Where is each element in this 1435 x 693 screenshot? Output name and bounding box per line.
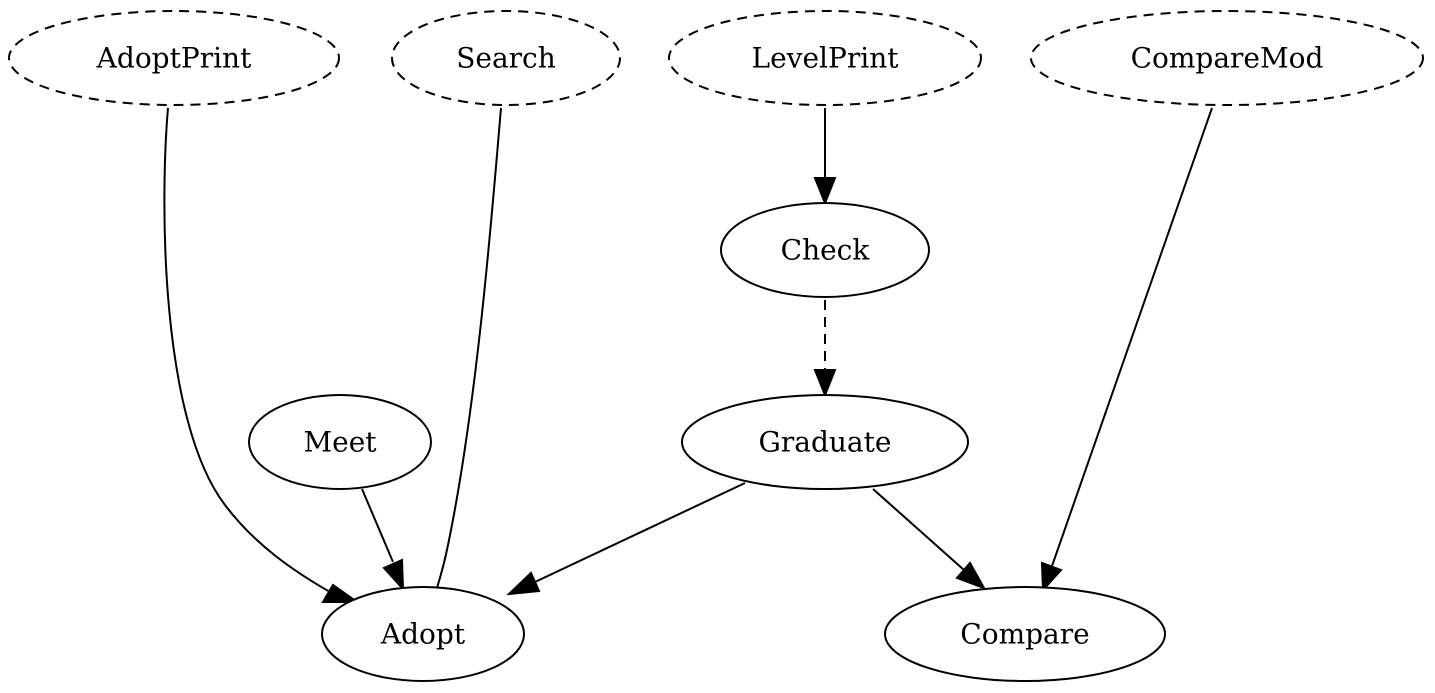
edge-adoptprint-to-adopt — [163, 107, 361, 603]
edge-levelprint-to-check — [813, 108, 837, 206]
edge-meet-to-adopt — [361, 488, 405, 592]
node-meet[interactable]: Meet — [248, 394, 432, 490]
edge-check-to-graduate — [813, 300, 837, 398]
edges — [163, 107, 1213, 615]
node-compare[interactable]: Compare — [884, 586, 1166, 682]
node-label-comparemod: CompareMod — [1131, 42, 1324, 75]
node-check[interactable]: Check — [720, 202, 930, 298]
node-label-search: Search — [456, 42, 556, 75]
node-label-compare: Compare — [960, 618, 1089, 651]
edge-graduate-to-adopt — [506, 482, 746, 596]
node-label-check: Check — [781, 234, 871, 267]
edge-search-to-adopt — [424, 107, 502, 615]
node-adoptprint[interactable]: AdoptPrint — [8, 10, 340, 106]
edge-comparemod-to-compare — [1040, 107, 1213, 593]
nodes: AdoptPrint Search LevelPrint CompareMod … — [8, 10, 1424, 682]
node-label-meet: Meet — [303, 426, 377, 459]
node-levelprint[interactable]: LevelPrint — [668, 10, 982, 106]
node-comparemod[interactable]: CompareMod — [1030, 10, 1424, 106]
node-label-adoptprint: AdoptPrint — [96, 42, 252, 75]
node-label-graduate: Graduate — [759, 426, 892, 459]
node-graduate[interactable]: Graduate — [681, 394, 969, 490]
edge-graduate-to-compare — [872, 488, 987, 590]
node-label-adopt: Adopt — [380, 618, 466, 651]
node-adopt[interactable]: Adopt — [321, 586, 525, 682]
node-label-levelprint: LevelPrint — [752, 42, 900, 75]
node-search[interactable]: Search — [391, 10, 621, 106]
